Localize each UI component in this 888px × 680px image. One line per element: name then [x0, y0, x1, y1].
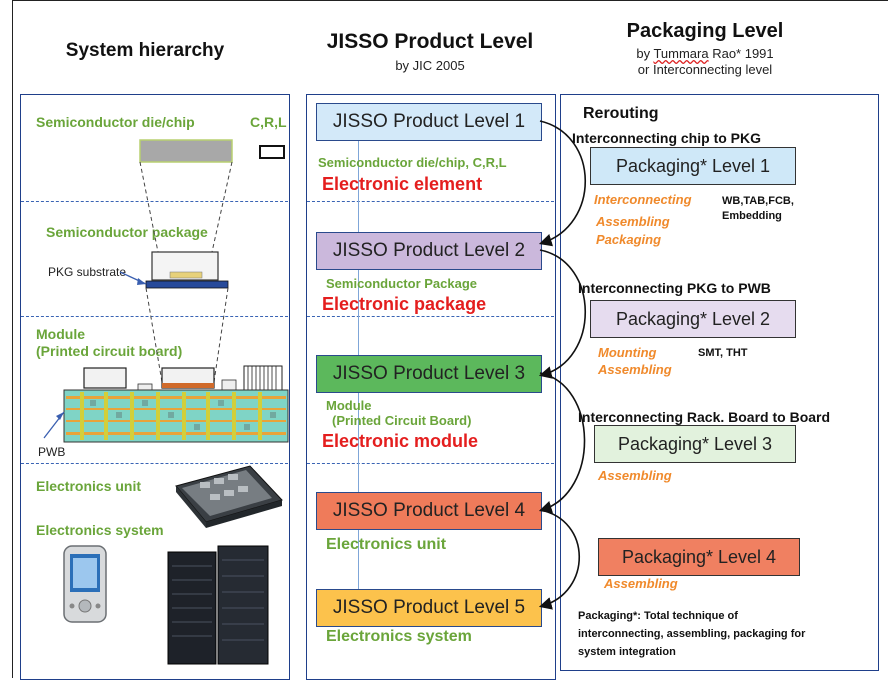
outer-frame-left — [12, 0, 13, 678]
packaging-sub1-pre: by — [636, 46, 654, 61]
packaging-level-1-label: Packaging* Level 1 — [615, 155, 771, 176]
packaging-level-2-box: Packaging* Level 2 — [590, 300, 796, 338]
left-unit-label: Electronics unit — [36, 478, 142, 494]
left-module-label-2: (Printed circuit board) — [36, 343, 183, 359]
pkg-substrate-icon — [145, 280, 229, 289]
jisso-level-2-label: JISSO Product Level 2 — [332, 240, 526, 261]
left-separator-3 — [21, 463, 288, 464]
jisso-level-5-box: JISSO Product Level 5 — [316, 589, 542, 627]
jisso-l4-green: Electronics unit — [326, 536, 447, 553]
left-module-label-1: Module — [36, 326, 85, 342]
jisso-level-1-label: JISSO Product Level 1 — [332, 111, 526, 132]
pk1-methods-1: WB,TAB,FCB, — [722, 195, 794, 207]
jisso-l1-green: Semiconductor die/chip, C,R,L — [318, 155, 507, 170]
outer-frame-top — [12, 0, 888, 1]
jisso-l5-green: Electronics system — [326, 628, 472, 645]
packaging-note-3: system integration — [578, 646, 676, 658]
pk3-assembling: Assembling — [598, 468, 672, 483]
crl-component-icon — [259, 145, 285, 159]
packaging-level-4-box: Packaging* Level 4 — [598, 538, 800, 576]
packaging-level-3-box: Packaging* Level 3 — [594, 425, 796, 463]
pk1-methods-2: Embedding — [722, 210, 782, 222]
middle-separator-3 — [307, 463, 554, 464]
electronics-unit-image — [175, 465, 283, 528]
jisso-level-5-label: JISSO Product Level 5 — [332, 597, 526, 618]
header-packaging-sub2: or Interconnecting level — [637, 62, 773, 77]
left-pwb-label: PWB — [38, 445, 66, 459]
jisso-level-4-box: JISSO Product Level 4 — [316, 492, 542, 530]
header-packaging-sub1: by Tummara Rao* 1991 — [580, 46, 830, 61]
pk2-assembling: Assembling — [598, 362, 672, 377]
left-pkg-substrate-label: PKG substrate — [48, 265, 127, 279]
interconnecting-chip-label: Interconnecting chip to PKG — [572, 130, 762, 146]
packaging-note-2: interconnecting, assembling, packaging f… — [578, 628, 806, 640]
header-system-hierarchy: System hierarchy — [65, 40, 225, 61]
pk1-packaging: Packaging — [596, 232, 662, 247]
jisso-level-4-label: JISSO Product Level 4 — [332, 500, 526, 521]
middle-separator-2 — [307, 316, 554, 317]
pda-device-image — [63, 545, 107, 623]
left-system-label: Electronics system — [36, 522, 164, 538]
jisso-level-1-box: JISSO Product Level 1 — [316, 103, 542, 141]
jisso-level-2-box: JISSO Product Level 2 — [316, 232, 542, 270]
middle-separator-1 — [307, 201, 554, 202]
header-jisso: JISSO Product Level — [326, 30, 534, 53]
server-rack-image — [167, 545, 269, 665]
pk2-mounting: Mounting — [598, 345, 657, 360]
rerouting-label: Rerouting — [583, 105, 659, 122]
interconnecting-pkg-label: Interconnecting PKG to PWB — [578, 280, 771, 296]
die-chip-icon — [139, 139, 233, 163]
left-package-label: Semiconductor package — [46, 224, 208, 240]
pk4-assembling: Assembling — [604, 576, 678, 591]
interconnecting-rack-label: Interconnecting Rack. Board to Board — [578, 409, 831, 425]
packaging-level-1-box: Packaging* Level 1 — [590, 147, 796, 185]
arrow-level-2-to-3 — [538, 249, 586, 379]
header-jisso-sub: by JIC 2005 — [395, 58, 465, 73]
arrow-level-3-to-4 — [538, 372, 586, 514]
pk1-interconnecting: Interconnecting — [594, 192, 692, 207]
jisso-level-3-label: JISSO Product Level 3 — [332, 363, 526, 384]
left-separator-1 — [21, 201, 288, 202]
pk2-methods: SMT, THT — [698, 347, 748, 359]
left-separator-2 — [21, 316, 288, 317]
jisso-level-3-box: JISSO Product Level 3 — [316, 355, 542, 393]
left-illustration — [43, 139, 289, 665]
left-crl-label: C,R,L — [250, 114, 287, 130]
jisso-l1-red: Electronic element — [322, 174, 483, 194]
jisso-l3-red: Electronic module — [322, 431, 479, 451]
packaging-level-4-label: Packaging* Level 4 — [621, 546, 777, 567]
packaging-level-3-label: Packaging* Level 3 — [617, 433, 773, 454]
arrow-level-4-to-5 — [538, 509, 581, 610]
packaging-level-2-label: Packaging* Level 2 — [615, 308, 771, 329]
arrow-level-1-to-2 — [538, 120, 586, 247]
pk1-assembling: Assembling — [596, 214, 670, 229]
left-die-chip-label: Semiconductor die/chip — [36, 114, 195, 130]
jisso-l2-green: Semiconductor Package — [326, 276, 477, 291]
header-packaging: Packaging Level — [626, 20, 784, 42]
jisso-l3-green-1: Module — [326, 398, 372, 413]
packaging-note-1: Packaging*: Total technique of — [578, 610, 738, 622]
jisso-l3-green-2: (Printed Circuit Board) — [332, 413, 472, 428]
module-component-1 — [83, 367, 127, 389]
jisso-l2-red: Electronic package — [322, 294, 487, 314]
packaging-sub1-post: Rao* 1991 — [708, 46, 774, 61]
packaging-sub1-name: Tummara — [653, 46, 709, 61]
